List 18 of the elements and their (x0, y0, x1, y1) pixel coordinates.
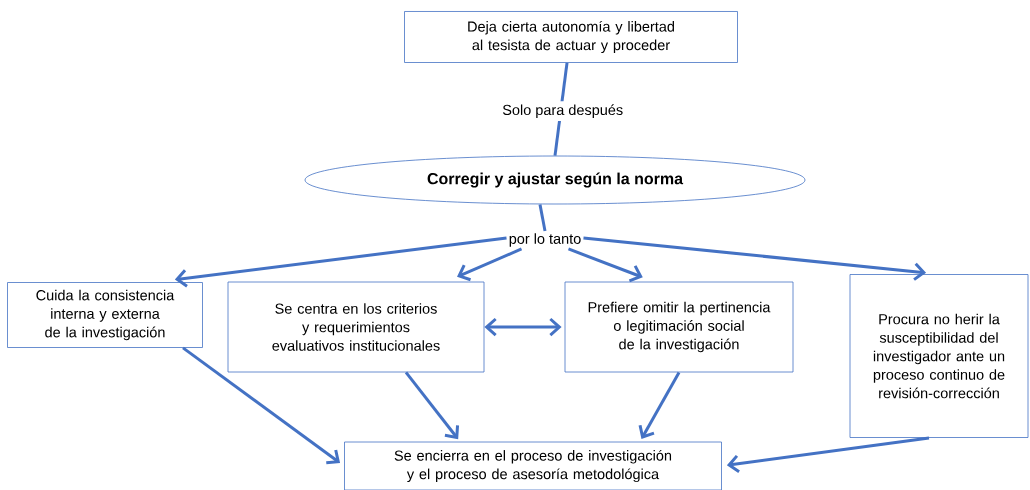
arrow (484, 317, 562, 337)
edge-label: Solo para después (499, 101, 627, 121)
arrow (404, 371, 460, 440)
process-box: Procura no herir la susceptibilidad del investigador ante un proceso continuo de revisión-corrección (849, 274, 1029, 438)
arrow (638, 371, 681, 439)
arrow (457, 247, 523, 282)
arrow (182, 346, 341, 465)
arrow (583, 236, 927, 281)
connector-text: por lo tanto (506, 231, 584, 249)
process-box: Cuida la consistencia interna y externa de la investigación (7, 282, 203, 348)
arrow (726, 436, 930, 473)
arrow (567, 247, 643, 283)
process-box: Deja cierta autonomía y libertad al tesista de actuar y proceder (404, 11, 738, 63)
connector-line (538, 204, 547, 232)
process-box: Se encierra en el proceso de investigación y el proceso de asesoría metodológica (344, 441, 722, 490)
process-box: Prefiere omitir la pertinencia o legitimación social de la investigación (564, 281, 794, 373)
process-box: Se centra en los criterios y requerimientos evaluativos institucionales (227, 281, 485, 373)
arrow (174, 236, 507, 288)
